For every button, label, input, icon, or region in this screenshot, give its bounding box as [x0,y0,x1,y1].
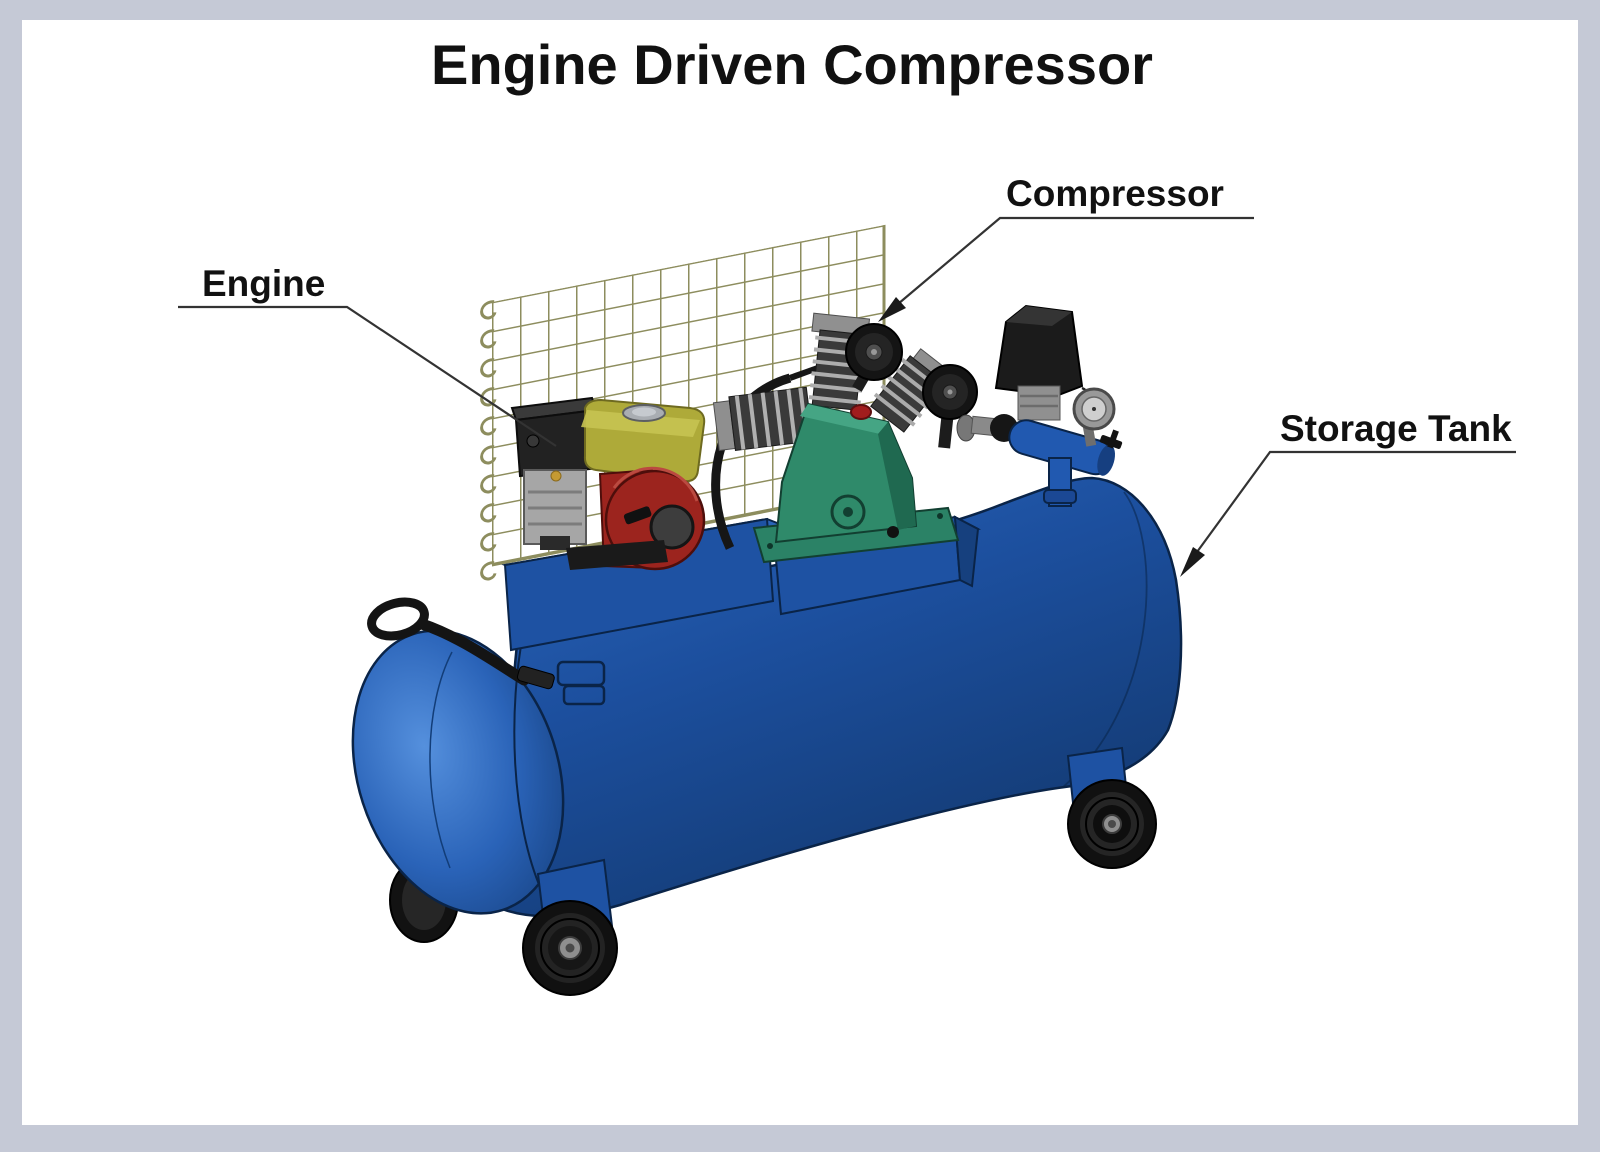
riser-collar [1043,489,1077,504]
air-filter-2 [922,364,978,449]
air-cleaner-bolt [526,434,540,448]
engine-leader-line [178,305,557,447]
fitting-ribs [1020,394,1058,408]
compressor-arrowhead-icon [878,297,906,322]
drain-valve-stem [1107,429,1119,449]
oil-fill-cap [850,404,872,420]
fuel-cap-top [632,407,656,417]
front-wheel-assembly [522,858,618,996]
crankcase-emblem [830,494,866,530]
right-wheel-nut [1108,820,1116,828]
engine-base [566,540,668,570]
manifold-end-cap [1097,444,1116,476]
pressure-switch-top [1006,306,1072,326]
dome-seam [513,629,545,897]
compressor-label: Compressor [1006,173,1224,214]
storage-tank-leader-line [1196,450,1516,553]
callout-engine: Engine [178,263,557,447]
engine-label: Engine [202,263,325,304]
cylinder-center-fins [808,335,868,405]
callout-compressor: Compressor [878,173,1254,322]
handle-grip-loop [367,597,429,641]
right-wheel-assembly [1066,746,1157,869]
tank-handle-assembly [367,597,606,706]
right-wheel-ring [1085,797,1139,851]
compressor-platform-side [953,515,980,588]
crankcase-side-facet [878,422,916,530]
handle-clamp [516,665,555,690]
pressure-switch-assembly [956,304,1123,507]
air-filter-2-stem [938,413,954,449]
air-filter-2-bolt [947,389,953,395]
recoil-highlight [612,466,699,502]
fuel-tank-top [581,410,700,437]
front-wheel-ring [540,918,600,978]
compressor-leader-line [897,216,1254,305]
cylinder-left-fins [734,387,809,450]
storage-tank-arrowhead-icon [1180,547,1205,577]
crankcase-top-facet [800,404,888,434]
handle-tube [416,618,530,686]
page-title: Engine Driven Compressor [431,33,1153,96]
bracket-plate-lower [562,684,606,706]
cylinder-right-fins [873,358,943,427]
starter-handle [623,506,652,525]
front-wheel-nut [565,943,575,953]
recoil-center [649,504,695,550]
air-filter-1 [845,323,903,392]
crankcase-emblem-center [843,507,853,517]
drain-plug [887,526,899,538]
muffler-ribs [528,490,582,526]
foot-bolt [767,543,773,549]
compressor-assembly [711,312,978,564]
oil-cap [550,470,562,482]
dome-weld-line [429,651,453,869]
engine-assembly [510,396,706,571]
switch-fitting-block [1017,385,1061,421]
engine-foot-left [540,536,570,550]
callout-storage-tank: Storage Tank [1180,408,1516,577]
air-filter-1-bolt [871,349,877,355]
tank-end-seam [1061,491,1148,789]
storage-tank-label: Storage Tank [1280,408,1512,449]
gauge-needle-pivot [1092,407,1096,411]
foot-bolt [937,513,943,519]
